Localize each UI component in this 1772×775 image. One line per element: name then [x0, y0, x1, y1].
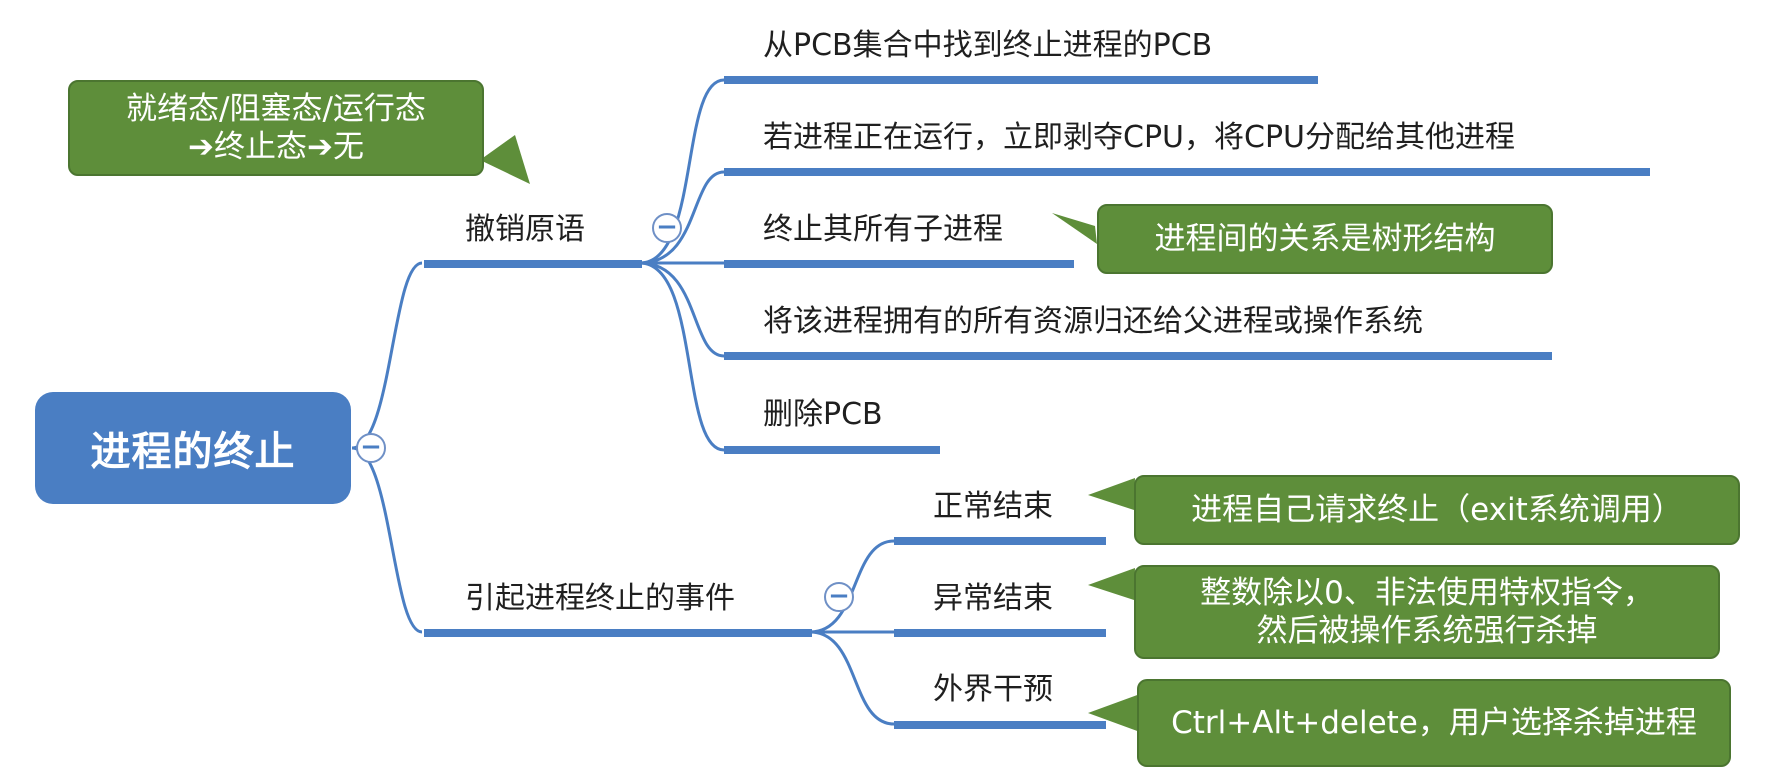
callout-illegal-operation-line-1: 整数除以0、非法使用特权指令，: [1200, 575, 1654, 611]
topic-terminate-children[interactable]: 终止其所有子进程: [763, 212, 1003, 247]
branch2-collapse-toggle-icon[interactable]: −: [824, 582, 854, 612]
topic-delete-pcb[interactable]: 删除PCB: [763, 397, 883, 432]
topic-return-resources[interactable]: 将该进程拥有的所有资源归还给父进程或操作系统: [763, 304, 1423, 339]
topic-find-pcb-underline: [724, 76, 1318, 84]
note-line-2: ➔终止态➔无: [188, 129, 364, 165]
link-b2-c3: [809, 630, 895, 726]
topic-normal-exit[interactable]: 正常结束: [933, 489, 1053, 524]
branch-termination-events[interactable]: 引起进程终止的事件: [465, 581, 735, 616]
topic-return-resources-underline: [724, 352, 1552, 360]
link-b1-c2: [639, 170, 725, 265]
callout-exit-syscall: 进程自己请求终止（exit系统调用）: [1134, 475, 1740, 545]
callout-ctrl-alt-delete-text: Ctrl+Alt+delete，用户选择杀掉进程: [1171, 705, 1697, 741]
root-label: 进程的终止: [90, 429, 296, 475]
link-b2-c1: [809, 539, 895, 634]
branch-revoke-primitive[interactable]: 撤销原语: [465, 212, 585, 247]
callout-pointer-3: [1088, 568, 1135, 600]
topic-preempt-cpu[interactable]: 若进程正在运行，立即剥夺CPU，将CPU分配给其他进程: [763, 120, 1515, 155]
topic-delete-pcb-underline: [724, 446, 940, 454]
topic-external-intervention-underline: [894, 721, 1106, 729]
root-collapse-toggle-icon[interactable]: −: [356, 433, 386, 463]
root-node[interactable]: 进程的终止: [35, 392, 351, 504]
topic-find-pcb[interactable]: 从PCB集合中找到终止进程的PCB: [763, 28, 1213, 63]
callout-ctrl-alt-delete: Ctrl+Alt+delete，用户选择杀掉进程: [1137, 679, 1731, 767]
topic-abnormal-exit-underline: [894, 629, 1106, 637]
callout-pointer-2: [1088, 478, 1135, 510]
branch-revoke-primitive-underline: [424, 260, 642, 268]
link-b1-c4: [639, 261, 725, 358]
callout-tree-structure: 进程间的关系是树形结构: [1097, 204, 1553, 274]
callout-illegal-operation-line-2: 然后被操作系统强行杀掉: [1256, 613, 1598, 649]
callout-tree-structure-text: 进程间的关系是树形结构: [1154, 221, 1496, 257]
link-b1-c5: [639, 261, 725, 452]
link-root-branch2: [351, 446, 423, 634]
branch-termination-events-underline: [424, 629, 812, 637]
topic-preempt-cpu-underline: [724, 168, 1650, 176]
state-transition-note: 就绪态/阻塞态/运行态 ➔终止态➔无: [68, 80, 484, 176]
callout-exit-syscall-text: 进程自己请求终止（exit系统调用）: [1191, 492, 1683, 528]
note-pointer: [480, 135, 530, 184]
topic-abnormal-exit[interactable]: 异常结束: [933, 581, 1053, 616]
topic-normal-exit-underline: [894, 537, 1106, 545]
topic-terminate-children-underline: [724, 260, 1074, 268]
callout-pointer-1: [1052, 213, 1097, 244]
callout-pointer-4: [1088, 694, 1140, 732]
branch1-collapse-toggle-icon[interactable]: −: [652, 213, 682, 243]
link-b1-c1: [639, 78, 725, 265]
topic-external-intervention[interactable]: 外界干预: [933, 672, 1053, 707]
note-line-1: 就绪态/阻塞态/运行态: [126, 91, 426, 127]
link-root-branch1: [351, 261, 423, 450]
callout-illegal-operation: 整数除以0、非法使用特权指令， 然后被操作系统强行杀掉: [1134, 565, 1720, 659]
